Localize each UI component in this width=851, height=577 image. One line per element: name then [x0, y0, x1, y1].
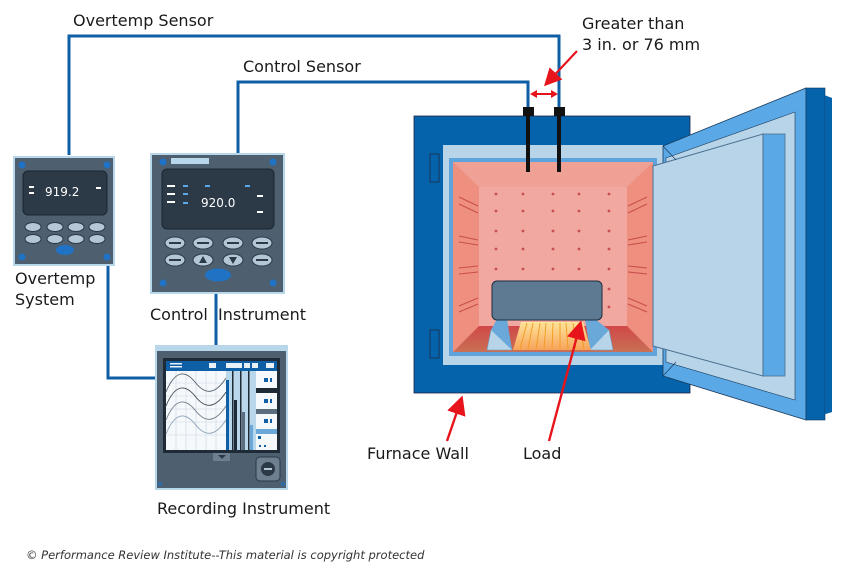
furnace-wall-pointer-arrow — [445, 395, 466, 442]
up-arrow-icon — [199, 256, 207, 263]
recording-instrument-label: Recording Instrument — [157, 499, 330, 518]
overtemp-display-value: 919.2 — [45, 185, 79, 199]
control-enter-button[interactable] — [205, 268, 231, 282]
spacing-label-line1: Greater than — [582, 14, 684, 33]
copyright-notice: © Performance Review Institute--This mat… — [26, 548, 425, 562]
load-block — [491, 280, 603, 321]
overtemp-instrument: 919.2 — [13, 156, 115, 266]
control-instrument: 920.0 — [150, 153, 285, 294]
overtemp-system-label-line1: Overtemp — [15, 269, 95, 288]
overtemp-enter-button[interactable] — [56, 245, 74, 255]
overtemp-sensor-label: Overtemp Sensor — [73, 11, 214, 30]
down-arrow-icon — [229, 257, 237, 264]
overtemp-to-recorder-wire — [106, 265, 157, 380]
control-display-value: 920.0 — [201, 196, 235, 210]
control-thermocouple — [523, 107, 534, 172]
furnace-wall-label: Furnace Wall — [367, 444, 469, 463]
overtemp-system-label-line2: System — [15, 290, 75, 309]
furnace-chamber — [453, 162, 653, 352]
control-sensor-wire — [236, 80, 530, 153]
spacing-pointer-arrow — [543, 50, 578, 87]
spacing-label-line2: 3 in. or 76 mm — [582, 35, 700, 54]
spacing-double-arrow — [530, 90, 558, 98]
load-pointer-arrow — [547, 320, 586, 442]
furnace-door[interactable] — [652, 87, 832, 421]
scroll-down-icon — [218, 455, 226, 459]
heating-element-dots — [494, 192, 611, 309]
control-sensor-label: Control Sensor — [243, 57, 361, 76]
control-instrument-label: Control Instrument — [150, 305, 306, 324]
load-label: Load — [523, 444, 561, 463]
side-heating-elements — [458, 196, 648, 313]
furnace — [413, 87, 832, 421]
recording-instrument — [155, 345, 288, 490]
overtemp-thermocouple — [554, 107, 565, 172]
